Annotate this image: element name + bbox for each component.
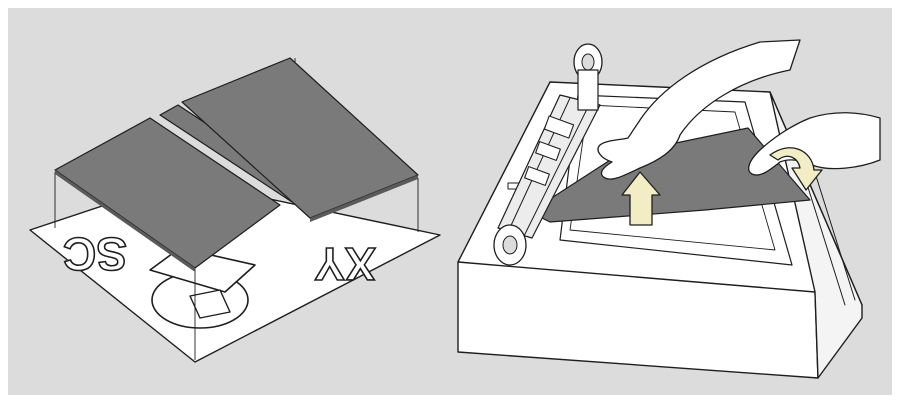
sheet-text-right: XY: [314, 238, 375, 290]
left-illustration: SC XY: [30, 58, 440, 362]
sheet-letters-left: SC: [63, 228, 127, 280]
right-illustration: [458, 40, 880, 378]
sheet-text-left: SC: [63, 228, 127, 280]
sheet-letters-right: XY: [314, 238, 375, 290]
roller-shaft: [578, 70, 598, 110]
